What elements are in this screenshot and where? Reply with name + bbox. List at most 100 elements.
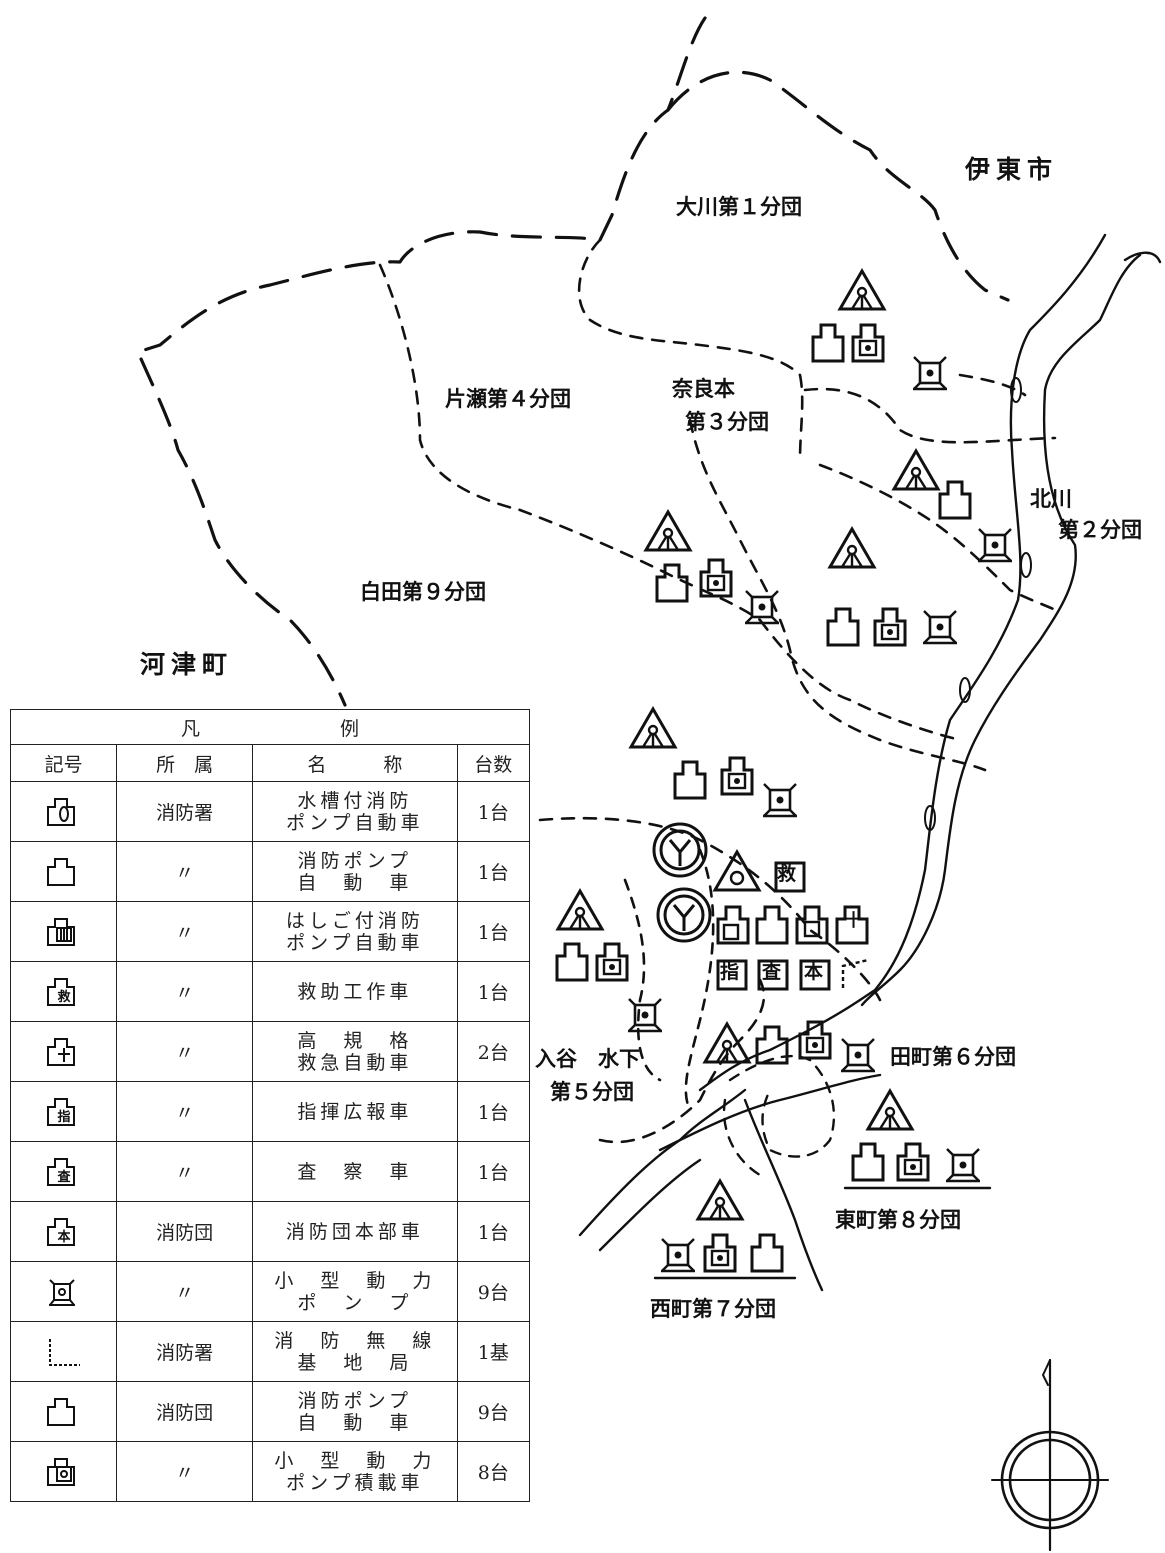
legend-count: 2台: [456, 1021, 531, 1082]
pump-truck-icon: [46, 1397, 75, 1426]
svg-text:本: 本: [57, 1229, 70, 1245]
legend-affiliation: 〃: [116, 901, 254, 962]
district-shirata: 白田第９分団: [360, 580, 486, 604]
district-boundary-northeast: [958, 373, 1027, 397]
radio-base-station-icon: [48, 1338, 80, 1366]
legend-name-line2: 救急自動車: [297, 1051, 413, 1074]
legend-name-line2: ポンプ積載車: [286, 1471, 424, 1494]
district-boundary-narimoto-south: [688, 418, 987, 772]
legend-name-line1: 消防ポンプ: [297, 1389, 413, 1412]
legend-name-line2: ポンプ自動車: [286, 811, 424, 834]
legend-header-affiliation: 所 属: [116, 744, 254, 782]
district-boundary-shirata: [758, 618, 962, 742]
legend-name-line2: ポンプ自動車: [286, 931, 424, 954]
district-boundary-center: [538, 816, 882, 1002]
rescue-mark: 救: [777, 863, 797, 885]
station-hokusen: [892, 449, 1014, 563]
legend-name-line1: はしご付消防: [285, 909, 424, 932]
legend-count: 8台: [456, 1441, 531, 1502]
station-nishimachi: [659, 1179, 784, 1273]
town-ito: 伊東市: [965, 155, 1059, 184]
legend-name-cell: 指揮広報車: [252, 1081, 458, 1142]
district-narimoto-line2: 第３分団: [685, 410, 769, 434]
legend-count: 1台: [456, 1141, 531, 1202]
svg-text:救: 救: [57, 989, 70, 1005]
legend-header-row: 記号 所 属 名 称 台数: [9, 744, 531, 782]
district-iriya-line1: 入谷 水下: [535, 1047, 640, 1071]
district-boundary-higashi: [728, 1054, 836, 1158]
legend-name-line2: 自 動 車: [297, 1411, 413, 1434]
district-boundary-okawa-narimoto: [577, 238, 804, 462]
legend-title-2: 例: [340, 717, 500, 740]
legend-affiliation: 〃: [116, 841, 254, 902]
district-higashimachi: 東町第８分団: [835, 1208, 961, 1232]
rescue-truck-icon: 救: [46, 977, 75, 1006]
legend-name-line1: 高 規 格: [297, 1029, 413, 1052]
district-boundary-katase: [378, 263, 762, 622]
district-boundary-iriya: [598, 978, 766, 1144]
road-south: [743, 1098, 824, 1292]
district-hokusen-line2: 第２分団: [1058, 518, 1142, 542]
legend-title-1: 凡: [180, 717, 340, 740]
legend-name-cell: 小 型 動 力ポ ン プ: [252, 1261, 458, 1322]
legend-name-line1: 指揮広報車: [297, 1100, 413, 1123]
legend-header-symbol: 記号: [9, 744, 118, 782]
legend-symbol-cell: [9, 1441, 118, 1502]
legend-affiliation: 消防署: [116, 781, 254, 842]
river: [858, 233, 1107, 1002]
small-pump-carrier-icon: [46, 1457, 75, 1486]
islet: [1010, 377, 1022, 403]
district-hokusen-line1: 北川: [1030, 487, 1072, 511]
fire-corps-hq-vehicle-icon: 本: [46, 1217, 75, 1246]
district-okawa: 大川第１分団: [676, 195, 802, 219]
river-mouth: [698, 998, 862, 1092]
water-tank-pump-truck-icon: [46, 797, 75, 826]
legend-count: 1台: [456, 781, 531, 842]
legend-affiliation: 〃: [116, 1021, 254, 1082]
legend-name-line1: 消 防 無 線: [274, 1329, 436, 1352]
coast-upper: [1123, 251, 1162, 264]
legend-title-row: 凡例: [10, 709, 530, 745]
legend-name-line1: 消防ポンプ: [297, 849, 413, 872]
legend-symbol-cell: 査: [9, 1141, 118, 1202]
legend-symbol-cell: [9, 841, 118, 902]
pump-truck-icon: [46, 857, 75, 886]
legend-count: 9台: [456, 1381, 531, 1442]
district-katase: 片瀬第４分団: [445, 387, 571, 411]
legend-affiliation: 〃: [116, 1441, 254, 1502]
legend-count: 9台: [456, 1261, 531, 1322]
command-mark: 指: [720, 961, 740, 983]
road-west-2: [598, 1158, 702, 1252]
legend-name-line1: 小 型 動 力: [274, 1269, 436, 1292]
legend-name-cell: 査 察 車: [252, 1141, 458, 1202]
town-kawazu: 河津町: [140, 650, 234, 679]
legend-count: 1台: [456, 961, 531, 1022]
station-iriya: [555, 889, 664, 1033]
river-east-bank: [860, 253, 1142, 1007]
legend-count: 1台: [456, 841, 531, 902]
district-boundary-hokusen-south: [818, 463, 1062, 614]
legend-name-cell: 消防ポンプ自 動 車: [252, 1381, 458, 1442]
station-higashimachi: [851, 1089, 982, 1183]
legend-name-cell: 救助工作車: [252, 961, 458, 1022]
legend-symbol-cell: [9, 1261, 118, 1322]
ambulance-icon: [46, 1037, 75, 1066]
legend-name-line1: 救助工作車: [297, 980, 413, 1003]
legend-name-cell: 水槽付消防ポンプ自動車: [252, 781, 458, 842]
legend-affiliation: 消防団: [116, 1381, 254, 1442]
small-power-pump-icon: [48, 1278, 75, 1306]
district-boundary-hokusen: [803, 387, 1057, 444]
svg-text:査: 査: [56, 1169, 71, 1185]
hq-mark: 本: [804, 961, 824, 983]
legend-name-cell: 高 規 格救急自動車: [252, 1021, 458, 1082]
legend-name-cell: 消 防 無 線基 地 局: [252, 1321, 458, 1382]
